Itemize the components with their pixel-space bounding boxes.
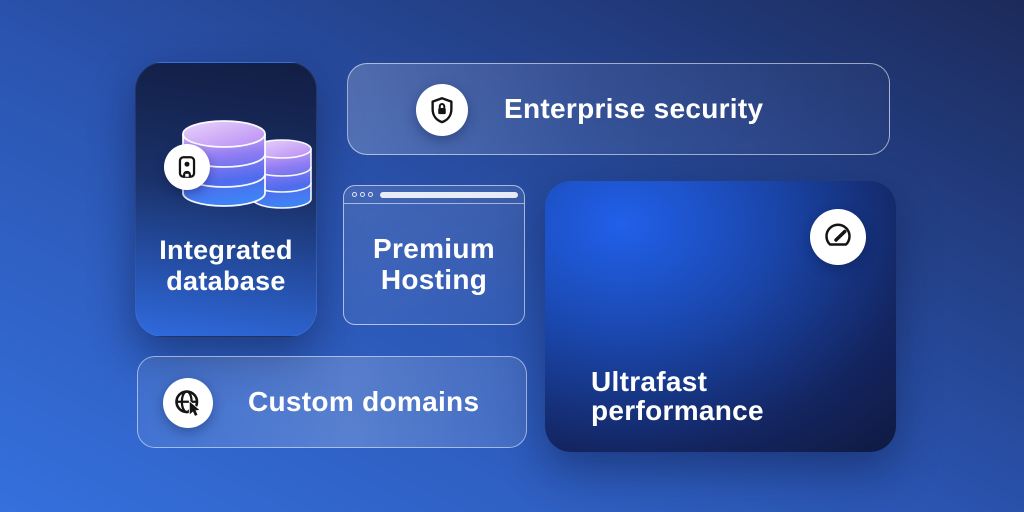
custom-domains-label: Custom domains bbox=[248, 386, 480, 417]
ultrafast-performance-label-line1: Ultrafast bbox=[591, 366, 708, 397]
premium-hosting-label-line2: Hosting bbox=[380, 264, 488, 295]
integrated-database-label-line2: database bbox=[166, 266, 286, 296]
integrated-database-label: Integrated database bbox=[136, 235, 316, 297]
card-enterprise-security: Enterprise security bbox=[347, 63, 890, 155]
browser-window-chrome bbox=[344, 186, 524, 204]
premium-hosting-label: Premium Hosting bbox=[373, 233, 495, 295]
browser-dot-icon bbox=[360, 192, 365, 197]
browser-dot-icon bbox=[368, 192, 373, 197]
speedometer-circle bbox=[810, 209, 866, 265]
premium-hosting-label-line1: Premium bbox=[373, 233, 495, 264]
ultrafast-performance-label: Ultrafast performance bbox=[591, 367, 764, 425]
ultrafast-performance-label-line2: performance bbox=[591, 395, 764, 426]
contact-badge-circle bbox=[164, 144, 210, 190]
globe-cursor-icon bbox=[175, 390, 202, 418]
speedometer-icon bbox=[825, 223, 851, 246]
card-integrated-database: Integrated database bbox=[135, 62, 317, 337]
card-ultrafast-performance: Ultrafast performance bbox=[545, 181, 896, 452]
integrated-database-label-line1: Integrated bbox=[159, 235, 293, 265]
shield-lock-icon bbox=[431, 97, 453, 124]
browser-address-bar bbox=[380, 191, 518, 198]
card-custom-domains: Custom domains bbox=[137, 356, 527, 448]
contact-badge-icon bbox=[178, 156, 196, 178]
browser-dot-icon bbox=[352, 192, 357, 197]
shield-lock-circle bbox=[416, 84, 468, 136]
card-premium-hosting: Premium Hosting bbox=[343, 185, 525, 325]
database-cylinders-icon bbox=[182, 120, 312, 209]
globe-cursor-circle bbox=[163, 378, 213, 428]
enterprise-security-label: Enterprise security bbox=[504, 93, 764, 124]
